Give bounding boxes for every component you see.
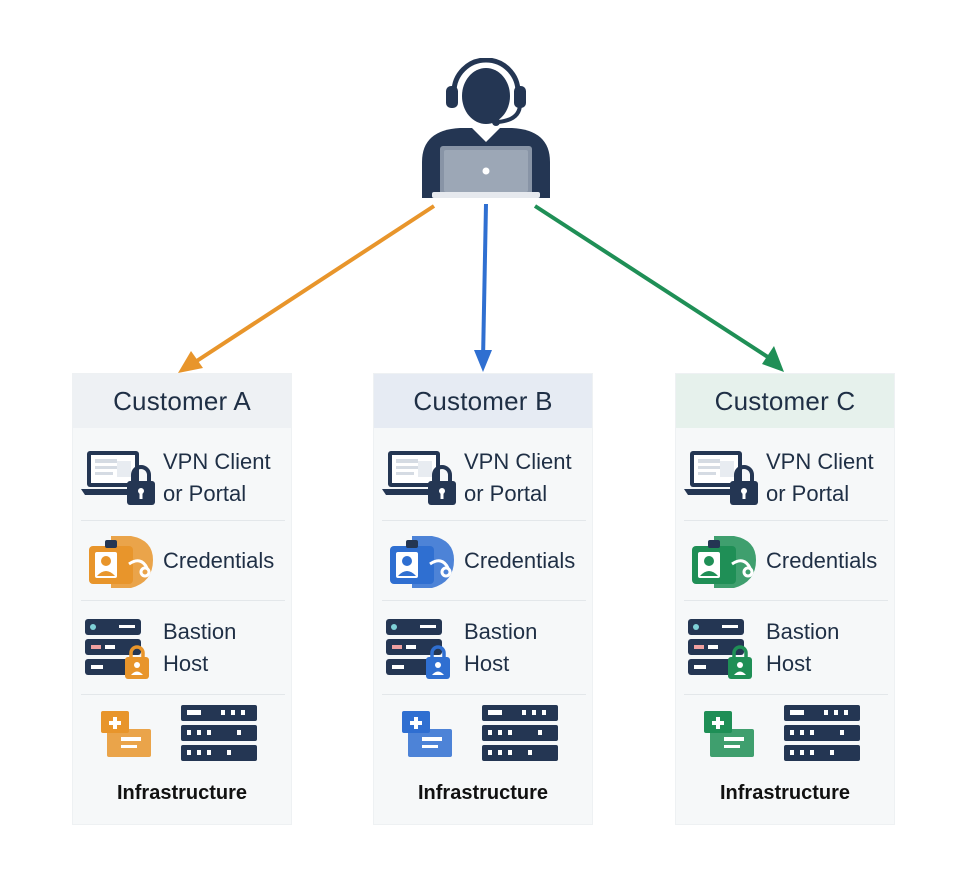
vpn-label-line2: or Portal (464, 481, 548, 506)
server-lock-icon (382, 613, 462, 683)
vpn-label-line1: VPN Client (163, 449, 271, 474)
infrastructure-icon (684, 697, 888, 767)
arrowhead-c (762, 346, 784, 372)
bastion-label-line2: Host (766, 651, 812, 676)
infrastructure-label: Infrastructure (417, 782, 549, 804)
server-lock-icon (684, 613, 764, 683)
infrastructure-icon (81, 697, 285, 767)
infrastructure-icon (382, 697, 586, 767)
vpn-label-line1: VPN Client (766, 449, 874, 474)
customer-b-card: Customer B VPN Client or Portal Cr (373, 373, 593, 825)
bastion-host-row: Bastion Host (684, 602, 888, 695)
bastion-host-row: Bastion Host (81, 602, 285, 695)
infrastructure-row (81, 696, 285, 768)
credentials-label: Credentials (163, 548, 275, 573)
bastion-host-row: Bastion Host (382, 602, 586, 695)
bastion-label-line1: Bastion (464, 619, 538, 644)
infrastructure-label: Infrastructure (116, 782, 248, 804)
vpn-label-line1: VPN Client (464, 449, 572, 474)
customer-title: Customer A (73, 374, 291, 428)
arrowhead-a (178, 351, 203, 373)
credentials-icon (81, 526, 161, 596)
customer-c-card: Customer C VPN Client or Portal Cr (675, 373, 895, 825)
credentials-icon (382, 526, 462, 596)
bastion-label-line2: Host (464, 651, 510, 676)
vpn-label-line2: or Portal (163, 481, 247, 506)
laptop-lock-icon (81, 443, 161, 513)
vpn-label-line2: or Portal (766, 481, 850, 506)
arrow-to-customer-c (533, 204, 776, 363)
customer-title: Customer B (374, 374, 592, 428)
credentials-row: Credentials (382, 522, 586, 601)
infrastructure-label: Infrastructure (719, 782, 851, 804)
support-engineer-icon (422, 58, 550, 198)
bastion-label-line1: Bastion (766, 619, 840, 644)
bastion-label-line1: Bastion (163, 619, 237, 644)
arrowhead-b (474, 350, 492, 372)
credentials-row: Credentials (684, 522, 888, 601)
credentials-icon (684, 526, 764, 596)
customer-a-card: Customer A VPN Client or Portal Cr (72, 373, 292, 825)
credentials-label: Credentials (766, 548, 878, 573)
infrastructure-row (684, 696, 888, 768)
customer-title: Customer C (676, 374, 894, 428)
server-lock-icon (81, 613, 161, 683)
vpn-client-row: VPN Client or Portal (382, 436, 586, 521)
arrow-to-customer-a (184, 204, 436, 370)
vpn-client-row: VPN Client or Portal (81, 436, 285, 521)
laptop-lock-icon (382, 443, 462, 513)
bastion-label-line2: Host (163, 651, 209, 676)
laptop-lock-icon (684, 443, 764, 513)
vpn-client-row: VPN Client or Portal (684, 436, 888, 521)
arrow-to-customer-b (481, 203, 488, 361)
credentials-label: Credentials (464, 548, 576, 573)
infrastructure-row (382, 696, 586, 768)
credentials-row: Credentials (81, 522, 285, 601)
